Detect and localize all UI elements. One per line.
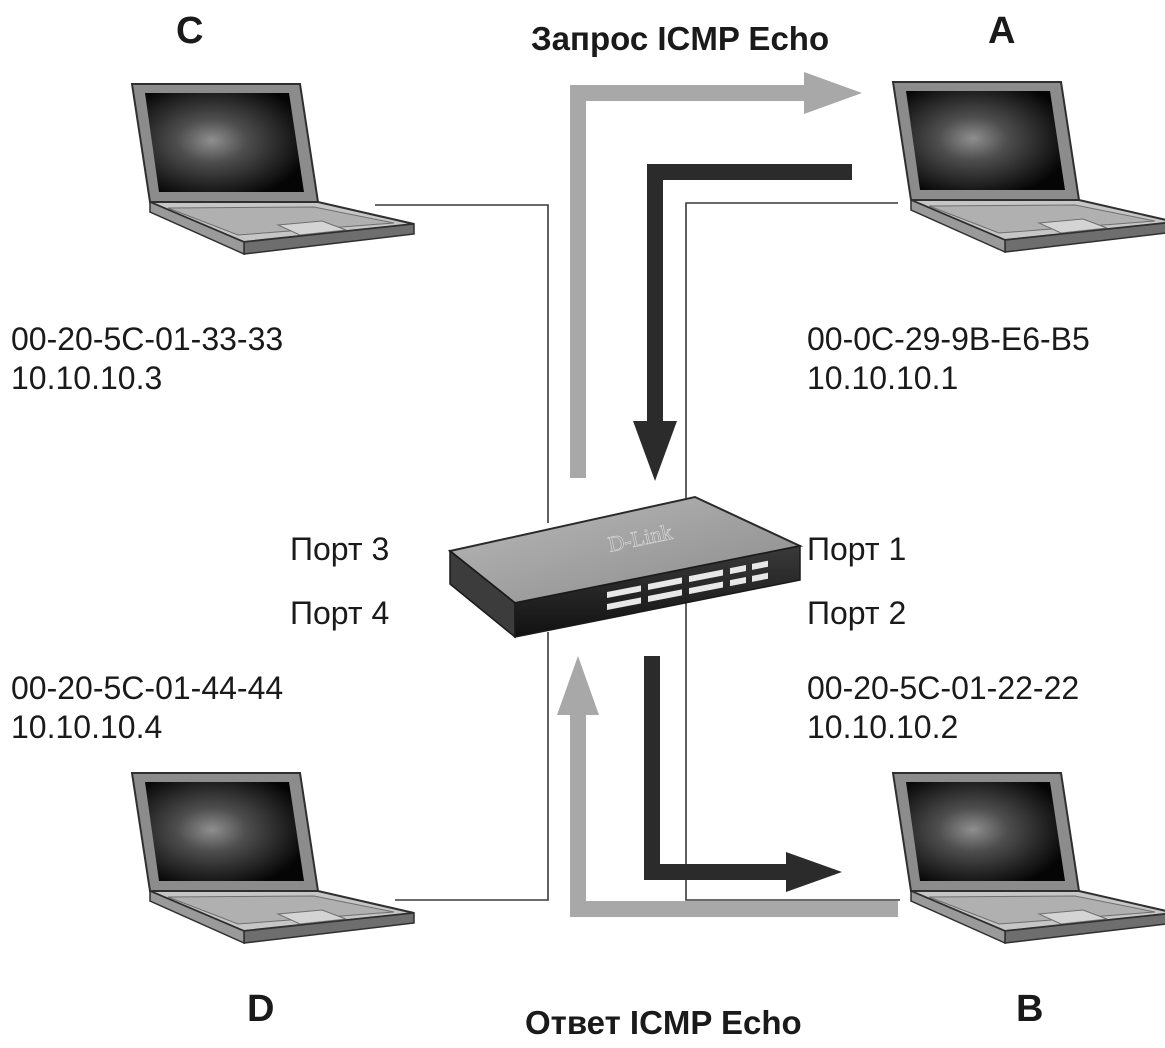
node-d-address: 00-20-5C-01-44-44 10.10.10.4 [11, 669, 283, 747]
node-a-ip: 10.10.10.1 [807, 360, 959, 397]
forward-reply-arrow [644, 656, 842, 892]
laptop-c [131, 83, 415, 255]
cable-c [375, 204, 549, 523]
node-a-letter: A [988, 10, 1016, 52]
node-a-address: 00-0C-29-9B-E6-B5 10.10.10.1 [807, 320, 1090, 398]
node-a-mac: 00-0C-29-9B-E6-B5 [807, 321, 1090, 357]
cable-d [395, 632, 549, 901]
forward-request-arrow [633, 164, 852, 481]
node-d-letter: D [247, 988, 275, 1030]
node-b-mac: 00-20-5C-01-22-22 [807, 670, 1080, 706]
cable-lines [375, 202, 900, 901]
port-3-label: Порт 3 [290, 531, 390, 567]
node-b-ip: 10.10.10.2 [807, 709, 959, 746]
port-4-label: Порт 4 [290, 595, 390, 631]
switch: D-Link [447, 495, 804, 639]
port-1-label: Порт 1 [807, 531, 907, 567]
node-d-mac: 00-20-5C-01-44-44 [11, 670, 284, 706]
reply-arrow [557, 656, 898, 917]
node-c-letter: C [176, 10, 204, 52]
request-arrow [570, 72, 862, 478]
node-d-ip: 10.10.10.4 [11, 709, 163, 746]
request-caption: Запрос ICMP Echo [531, 20, 830, 57]
node-c-mac: 00-20-5C-01-33-33 [11, 321, 284, 357]
cable-a [685, 202, 898, 499]
node-c-address: 00-20-5C-01-33-33 10.10.10.3 [11, 320, 283, 398]
node-b-letter: B [1016, 988, 1044, 1030]
node-c-ip: 10.10.10.3 [11, 360, 163, 397]
laptop-d [131, 772, 415, 944]
laptop-a [892, 81, 1165, 253]
laptop-b [892, 772, 1165, 944]
node-b-address: 00-20-5C-01-22-22 10.10.10.2 [807, 669, 1079, 747]
port-2-label: Порт 2 [807, 595, 907, 631]
reply-caption: Ответ ICMP Echo [525, 1004, 802, 1041]
cable-b [685, 601, 900, 901]
